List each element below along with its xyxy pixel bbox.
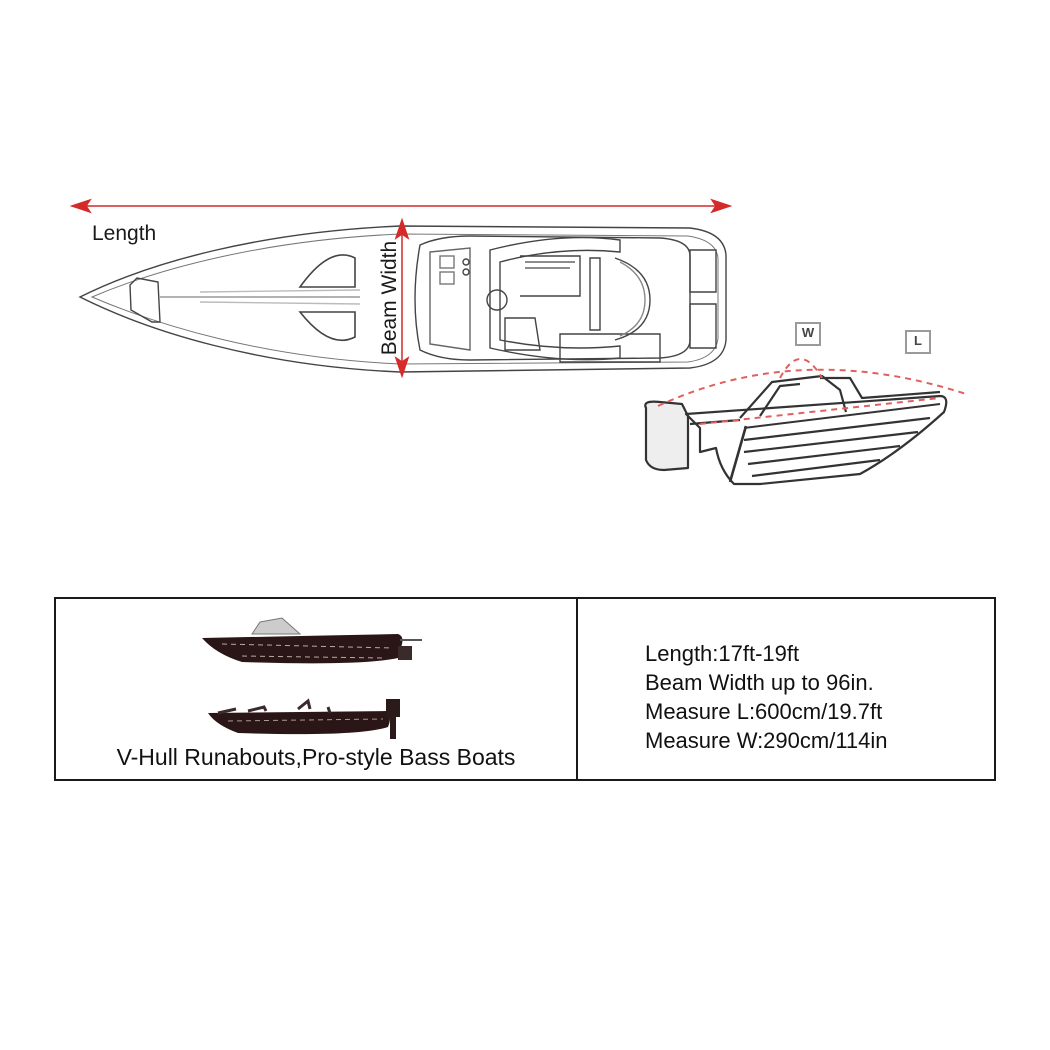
- w-dimension-tag: W: [795, 322, 821, 346]
- spec-measure-w: Measure W:290cm/114in: [645, 728, 888, 753]
- measurements-cell: Length:17ft-19ft Beam Width up to 96in. …: [578, 599, 994, 779]
- spec-length: Length:17ft-19ft: [645, 641, 800, 666]
- spec-measure-l: Measure L:600cm/19.7ft: [645, 699, 883, 724]
- boat-types-caption: V-Hull Runabouts,Pro-style Bass Boats: [116, 744, 516, 770]
- boat-types-cell: V-Hull Runabouts,Pro-style Bass Boats: [56, 599, 578, 779]
- spec-beam-width: Beam Width up to 96in.: [645, 670, 874, 695]
- bass-boat-icon: [208, 698, 400, 739]
- l-dimension-tag: L: [905, 330, 931, 354]
- spec-table: V-Hull Runabouts,Pro-style Bass Boats Le…: [54, 597, 996, 781]
- v-hull-runabout-icon: [202, 617, 422, 664]
- spec-list: Length:17ft-19ft Beam Width up to 96in. …: [645, 639, 888, 755]
- length-label: Length: [92, 222, 157, 245]
